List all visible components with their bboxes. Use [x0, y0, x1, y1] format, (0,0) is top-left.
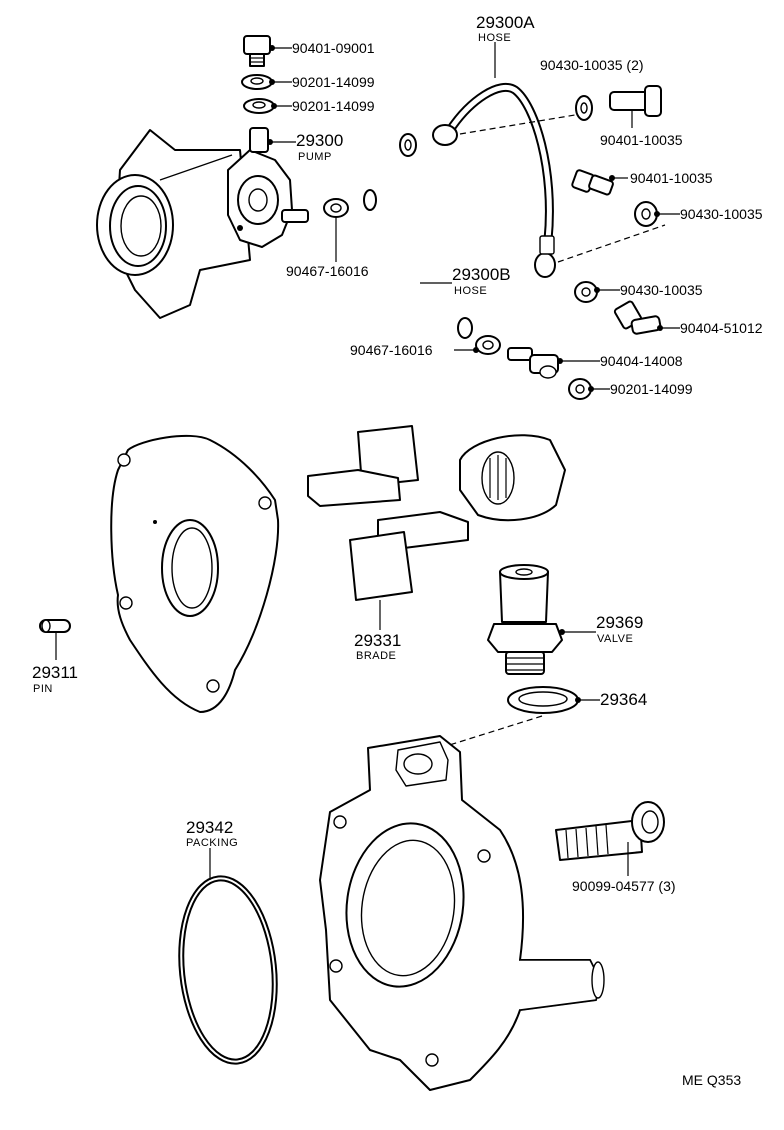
clip-bottom-part [475, 335, 501, 355]
label-union-51012: 90404-51012 [680, 320, 763, 336]
alternator-housing [96, 129, 251, 319]
label-pump-name: PUMP [298, 151, 332, 163]
blade-parts [307, 425, 469, 601]
label-hose-a-name: HOSE [478, 32, 511, 44]
label-pin-number: 29311 [32, 663, 78, 682]
pump-cover-plate [110, 434, 280, 713]
label-washer-b: 90201-14099 [292, 98, 375, 114]
label-blade-number: 29331 [354, 631, 401, 650]
label-valve-name: VALVE [597, 633, 633, 645]
washer-bottom-part [568, 378, 592, 400]
label-hose-b-number: 29300B [452, 265, 511, 284]
hose-b-part [363, 174, 479, 339]
leader-dot [559, 629, 565, 635]
label-packing-name: PACKING [186, 837, 238, 849]
label-union-bolt-2: 90401-10035 [630, 170, 713, 186]
rotor-part [459, 434, 566, 522]
leader-dot [575, 697, 581, 703]
label-clip-bottom: 90467-16016 [350, 342, 433, 358]
label-housing-bolt: 90099-04577 (3) [572, 878, 676, 894]
label-gasket-2: 90430-10035 (2) [540, 57, 644, 73]
label-gasket-right: 90430-10035 [680, 206, 763, 222]
label-bolt-top: 90401-09001 [292, 40, 375, 56]
label-pump-number: 29300 [296, 131, 343, 150]
dashed-alignment-line [459, 114, 576, 135]
union-51012-part [613, 300, 662, 335]
valve-part [487, 564, 563, 675]
leader-dot [271, 103, 277, 109]
leader-dot [654, 211, 660, 217]
label-gasket-lower: 90430-10035 [620, 282, 703, 298]
label-hose-a-number: 29300A [476, 13, 535, 32]
hose-a-part [432, 82, 556, 278]
label-packing-number: 29342 [186, 818, 233, 837]
leader-dot [269, 45, 275, 51]
leader-dot [657, 325, 663, 331]
packing-ring-part [178, 875, 278, 1065]
valve-gasket-part [507, 686, 579, 714]
label-union-bolt-1: 90401-10035 [600, 132, 683, 148]
label-blade-name: BRADE [356, 650, 396, 662]
leader-dot [267, 139, 273, 145]
washer-a-part [241, 74, 273, 90]
label-union-14008: 90404-14008 [600, 353, 683, 369]
gasket-lower-part [574, 281, 598, 303]
union-14008-part [507, 347, 559, 379]
label-washer-a: 90201-14099 [292, 74, 375, 90]
page-code: ME Q353 [682, 1072, 741, 1088]
leader-dot [269, 79, 275, 85]
washer-b-part [243, 98, 275, 114]
vacuum-pump-part [227, 127, 309, 248]
housing-bolt-part [555, 801, 665, 861]
leader-dot [594, 287, 600, 293]
gasket-2-part [575, 95, 593, 121]
label-clip-left: 90467-16016 [286, 263, 369, 279]
union-bolt-2-part [571, 169, 614, 196]
leader-dot [588, 386, 594, 392]
dashed-alignment-line [439, 715, 543, 749]
gasket-small-part [399, 133, 417, 157]
union-bolt-1-part [609, 85, 662, 117]
gasket-right-part [634, 201, 658, 227]
bolt-top-part [243, 35, 271, 67]
leader-dot [609, 175, 615, 181]
pump-body-housing [319, 735, 605, 1091]
pin-part [39, 619, 71, 633]
label-valve-gasket: 29364 [600, 690, 647, 709]
leader-dot [473, 347, 479, 353]
label-hose-b-name: HOSE [454, 285, 487, 297]
label-valve-number: 29369 [596, 613, 643, 632]
dashed-alignment-line [557, 224, 666, 263]
label-pin-name: PIN [33, 683, 53, 695]
leader-dot [557, 358, 563, 364]
clip-left-part [323, 198, 349, 218]
label-washer-bottom: 90201-14099 [610, 381, 693, 397]
